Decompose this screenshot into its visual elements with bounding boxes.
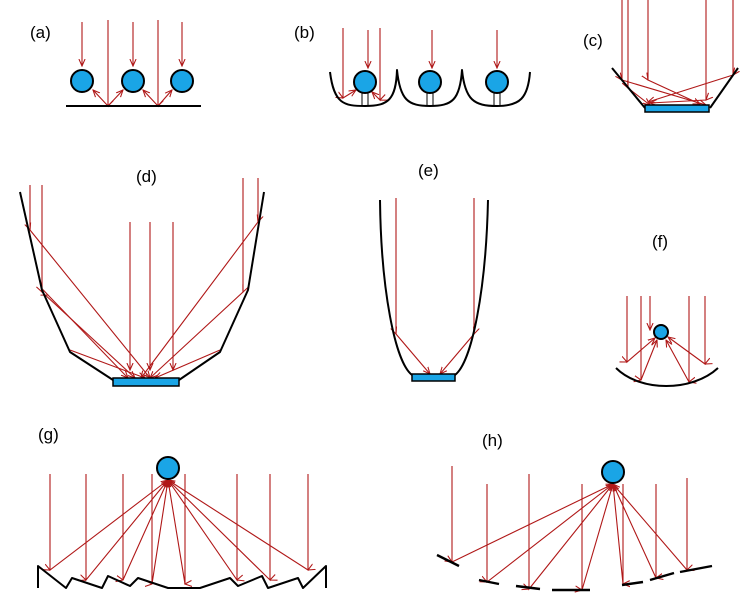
light-ray: [69, 349, 145, 378]
panel-c-right-reflector: [709, 67, 739, 109]
panel-label-f: (f): [652, 232, 668, 251]
light-ray: [143, 20, 158, 108]
panel-f-absorber-tube: [653, 324, 669, 340]
light-ray: [157, 90, 172, 107]
panel-c-left-reflector: [611, 67, 646, 109]
light-ray: [168, 474, 308, 572]
light-ray: [529, 474, 613, 591]
panel-h-mirror-segment: [515, 584, 541, 591]
light-ray: [152, 474, 168, 584]
panel-a-absorber-tube: [121, 69, 145, 93]
panel-label-e: (e): [418, 161, 439, 180]
panel-b-cusp-reflector: [329, 69, 531, 107]
panel-g-absorber-tube: [156, 456, 180, 480]
panel-b-absorber-tube: [353, 70, 377, 94]
panel-label-a: (a): [30, 23, 51, 42]
panel-h-mirror-segment: [621, 580, 644, 587]
panel-label-h: (h): [482, 431, 503, 450]
panel-label-b: (b): [294, 23, 315, 42]
panel-h-mirror-segment: [649, 571, 675, 582]
light-ray: [622, 0, 706, 105]
panel-h-mirror-segment: [679, 564, 713, 574]
light-ray: [155, 349, 221, 378]
light-ray: [372, 28, 380, 102]
light-ray: [107, 90, 123, 107]
light-ray: [30, 185, 150, 378]
panel-a-absorber-tube: [170, 69, 194, 93]
panel-a-absorber-tube: [70, 69, 94, 93]
light-ray: [613, 484, 623, 584]
absorbers: [70, 69, 710, 484]
panel-b-tube-support: [426, 92, 434, 106]
light-ray: [650, 0, 706, 103]
light-ray: [641, 296, 657, 380]
light-ray: [141, 178, 258, 378]
light-ray: [668, 296, 705, 366]
panel-b-absorber-tube: [418, 70, 442, 94]
panel-b-absorber-tube: [485, 70, 509, 94]
panel-f-circular-reflector: [615, 367, 719, 387]
panel-g-fresnel-reflector: [37, 565, 327, 589]
panel-label-g: (g): [38, 425, 59, 444]
light-ray: [50, 474, 168, 572]
light-ray: [666, 296, 689, 382]
light-ray: [613, 478, 687, 572]
panel-label-c: (c): [583, 31, 603, 50]
panel-h-absorber-tube: [601, 460, 625, 484]
light-ray: [42, 185, 135, 378]
light-ray: [648, 0, 733, 102]
light-ray: [613, 484, 656, 578]
reflectors: [19, 67, 739, 592]
panel-d-left-reflector: [19, 191, 114, 381]
panel-e-right-reflector: [454, 199, 489, 376]
panel-e-left-reflector: [379, 199, 413, 376]
light-ray: [648, 0, 700, 104]
panel-h-mirror-segment: [436, 553, 460, 568]
panel-d-absorber-plate: [112, 377, 180, 387]
light-ray: [168, 474, 185, 584]
panel-c-absorber-plate: [644, 104, 710, 113]
light-ray: [396, 198, 430, 374]
panel-label-d: (d): [136, 167, 157, 186]
panel-b-tube-support: [361, 92, 369, 106]
light-ray: [93, 20, 108, 108]
panel-b-tube-support: [493, 92, 501, 106]
panel-e-absorber-plate: [411, 373, 456, 382]
light-ray: [47, 294, 128, 378]
panel-d-right-reflector: [178, 191, 265, 381]
light-ray: [628, 0, 650, 105]
light-ray: [582, 484, 613, 590]
light-ray: [343, 28, 356, 99]
light-ray: [487, 484, 613, 584]
panel-h-mirror-segment: [478, 578, 500, 586]
